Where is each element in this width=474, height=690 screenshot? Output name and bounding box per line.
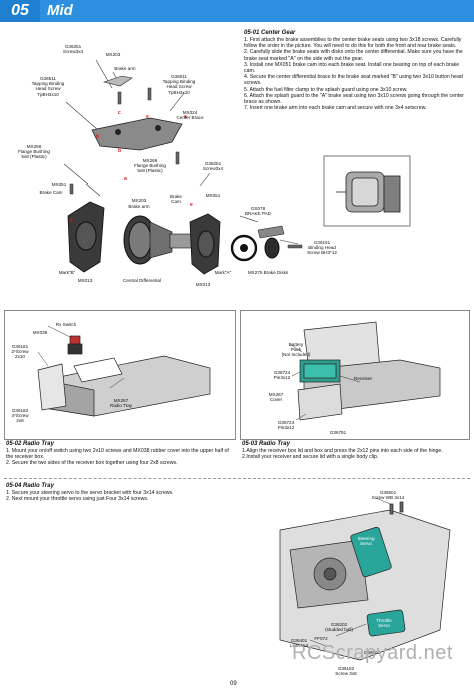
page-number: 09 <box>230 681 237 687</box>
center-gear-title: 05-01 Center Gear <box>244 30 296 36</box>
marker-b-2: b <box>118 148 121 154</box>
label-g36182: G36182 4*Screw 2x8 <box>11 408 29 424</box>
label-g36724-bottom: G36724 Pin3x12 <box>277 420 295 431</box>
radio-tray-title: 05-02 Radio Tray <box>6 441 54 447</box>
marker-e-2: e <box>190 202 193 208</box>
label-g36511-left: G36511 Tapping Binding Head Screw TpBH3x… <box>31 76 65 97</box>
servo-instructions: 1. Secure your steering servo to the ser… <box>6 490 174 503</box>
label-throttle-servo: Throttle Servo <box>376 618 392 629</box>
label-battery-pack: Battery Pack (Not Included) <box>281 342 311 358</box>
servo-diagram <box>279 497 451 661</box>
label-ff072: FF072 <box>314 636 328 641</box>
label-mx013-right: MX013 <box>195 282 211 287</box>
section-number: 05 <box>0 0 40 22</box>
label-mx024: MX024 Center Brace <box>176 110 204 121</box>
label-steering-servo: Steering Servo <box>357 536 375 547</box>
label-brake-arm-mid: Brake arm <box>128 204 150 209</box>
label-brake-cam-left: Brake Cam <box>39 190 63 195</box>
receiver-box <box>240 310 470 440</box>
section-divider <box>4 478 470 479</box>
label-mx275: MX275 Brake Disks <box>247 270 289 275</box>
label-g36401: G36401 Lock Nut <box>289 638 309 649</box>
receiver-instructions: 1.Align the receiver box lid and box and… <box>242 448 443 461</box>
label-g36181: G36181 2*Screw 2x10 <box>11 344 29 360</box>
label-mx266-mid: MX266 Flange Bushing 5x8 (Plastic) <box>134 158 166 174</box>
label-g36501: G36501 Screw WB 3x14 <box>371 490 405 501</box>
label-mx051-right: MX051 <box>205 193 221 198</box>
marker-e-1: e <box>146 114 149 120</box>
marker-c-1: c <box>118 110 121 116</box>
label-mx267-radio-tray: MX267 Radio Tray <box>109 398 133 409</box>
marker-c-2: c <box>70 218 73 224</box>
label-central-differential: Central Differential <box>123 278 161 283</box>
radio-tray-diagram <box>37 325 211 417</box>
label-g36503: G36503 <box>363 650 381 655</box>
label-g36511-right: G36511 Tapping Binding Head Screw TpBH3x… <box>162 74 196 95</box>
radio-tray-instructions: 1. Mount your on/off switch using two 2x… <box>6 448 229 467</box>
watermark: RCScrapyard.net <box>292 642 453 664</box>
label-mx013-left: MX013 <box>77 278 93 283</box>
label-mx266-left: MX266 Flange Bushing 5x8 (Plastic) <box>18 144 50 160</box>
marker-a-1: a <box>184 114 187 120</box>
label-g36202: G36202 (studded ball) <box>325 622 353 633</box>
label-brake-cam-right: Brake Cam <box>169 194 182 205</box>
header-bar <box>40 0 474 22</box>
label-g36151: G36151 Binding Head Screw BH3*12 <box>307 240 337 256</box>
center-gear-instructions: 1. First attach the brake assemblies to … <box>244 37 464 112</box>
label-mx267-cover: MX267 Cover <box>268 392 284 403</box>
receiver-title: 05-03 Radio Tray <box>242 441 290 447</box>
label-receiver: Receiver <box>353 376 373 381</box>
label-mark-a: Mark"A" <box>214 270 232 275</box>
label-rx-switch: Rx Switch <box>55 322 77 327</box>
receiver-diagram <box>289 321 441 421</box>
marker-b-1: b <box>96 134 99 140</box>
label-gs078: GS078 BRAKE PAD <box>245 206 271 217</box>
label-g36251-right: G36251 Screw3x4 <box>202 161 224 172</box>
servo-title: 05-04 Radio Tray <box>6 483 54 489</box>
label-mx051-left: MX051 <box>51 182 67 187</box>
label-mark-b: Mark"B" <box>58 270 76 275</box>
label-g36152: G36152 Screw 3x8 <box>335 666 357 677</box>
label-mx038: MX038 <box>32 330 48 335</box>
label-g36724-top: G36724 Pin3x12 <box>273 370 291 381</box>
marker-a-2: a <box>124 176 127 182</box>
label-g36251-top: G36251 Screw3x4 <box>62 44 84 55</box>
label-mx203-mid: MX203 <box>131 198 147 203</box>
radio-tray-box <box>4 310 236 440</box>
label-g36791: G36791 <box>329 430 347 435</box>
label-mx203-top: MX203 <box>105 52 121 57</box>
label-brake-arm-top: Brake arm <box>114 66 136 71</box>
page-title: Mid <box>47 2 73 19</box>
center-gear-diagram: b c e a c b a e <box>63 59 411 275</box>
